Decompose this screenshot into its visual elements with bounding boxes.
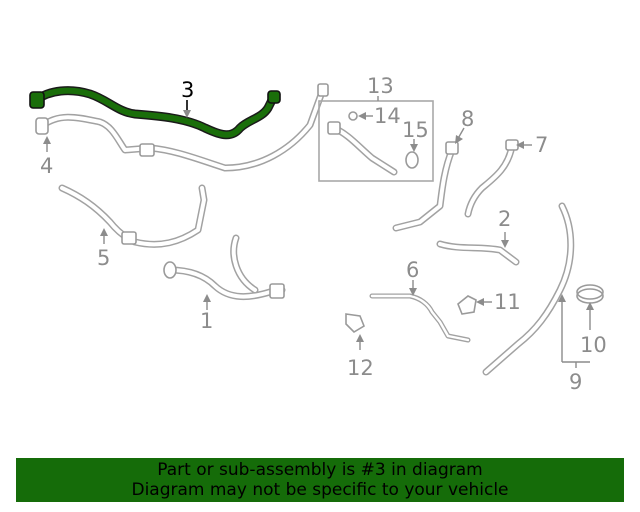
callout-2-label: 2 — [498, 207, 511, 231]
callout-12-label: 12 — [347, 356, 374, 380]
callout-10-label: 10 — [580, 333, 607, 357]
callout-13-label: 13 — [367, 74, 394, 98]
part-2-hose[interactable] — [436, 240, 520, 266]
callout-5-label: 5 — [97, 246, 110, 270]
part-3-hose-highlighted[interactable] — [29, 86, 281, 140]
callout-8-label: 8 — [461, 107, 474, 131]
part-6-pipe[interactable] — [369, 293, 471, 343]
leader-arrowheads — [43, 110, 594, 342]
part-9-hose[interactable] — [482, 202, 575, 376]
part-8-hose[interactable] — [392, 141, 459, 232]
callout-1-label: 1 — [200, 309, 213, 333]
callout-9-label: 9 — [569, 370, 582, 394]
callout-9: 9 — [561, 296, 590, 394]
callout-7-label: 7 — [535, 133, 548, 157]
callout-10: 10 — [580, 304, 607, 357]
callout-14: 14 — [360, 104, 401, 128]
callout-6-label: 6 — [406, 258, 419, 282]
part-13-assembly-box[interactable] — [318, 100, 434, 182]
part-4-hose[interactable] — [35, 83, 329, 172]
callout-3-label: 3 — [181, 78, 194, 102]
part-12-bracket[interactable] — [345, 313, 365, 334]
callout-13: 13 — [367, 74, 394, 101]
part-7-hose[interactable] — [464, 139, 519, 218]
notice-line-1: Part or sub-assembly is #3 in diagram — [157, 460, 483, 480]
callout-12: 12 — [347, 336, 374, 380]
part-1-hose[interactable] — [163, 234, 286, 300]
part-11-connector[interactable] — [457, 295, 477, 315]
callout-11-label: 11 — [494, 290, 521, 314]
callout-15-label: 15 — [402, 118, 429, 142]
part-10-clamp[interactable] — [576, 284, 604, 304]
callout-14-label: 14 — [374, 104, 401, 128]
callout-4-label: 4 — [40, 154, 53, 178]
notice-banner: Part or sub-assembly is #3 in diagram Di… — [16, 458, 624, 502]
notice-line-2: Diagram may not be specific to your vehi… — [131, 480, 509, 500]
part-5-hose[interactable] — [58, 184, 208, 248]
callout-11: 11 — [478, 290, 521, 314]
